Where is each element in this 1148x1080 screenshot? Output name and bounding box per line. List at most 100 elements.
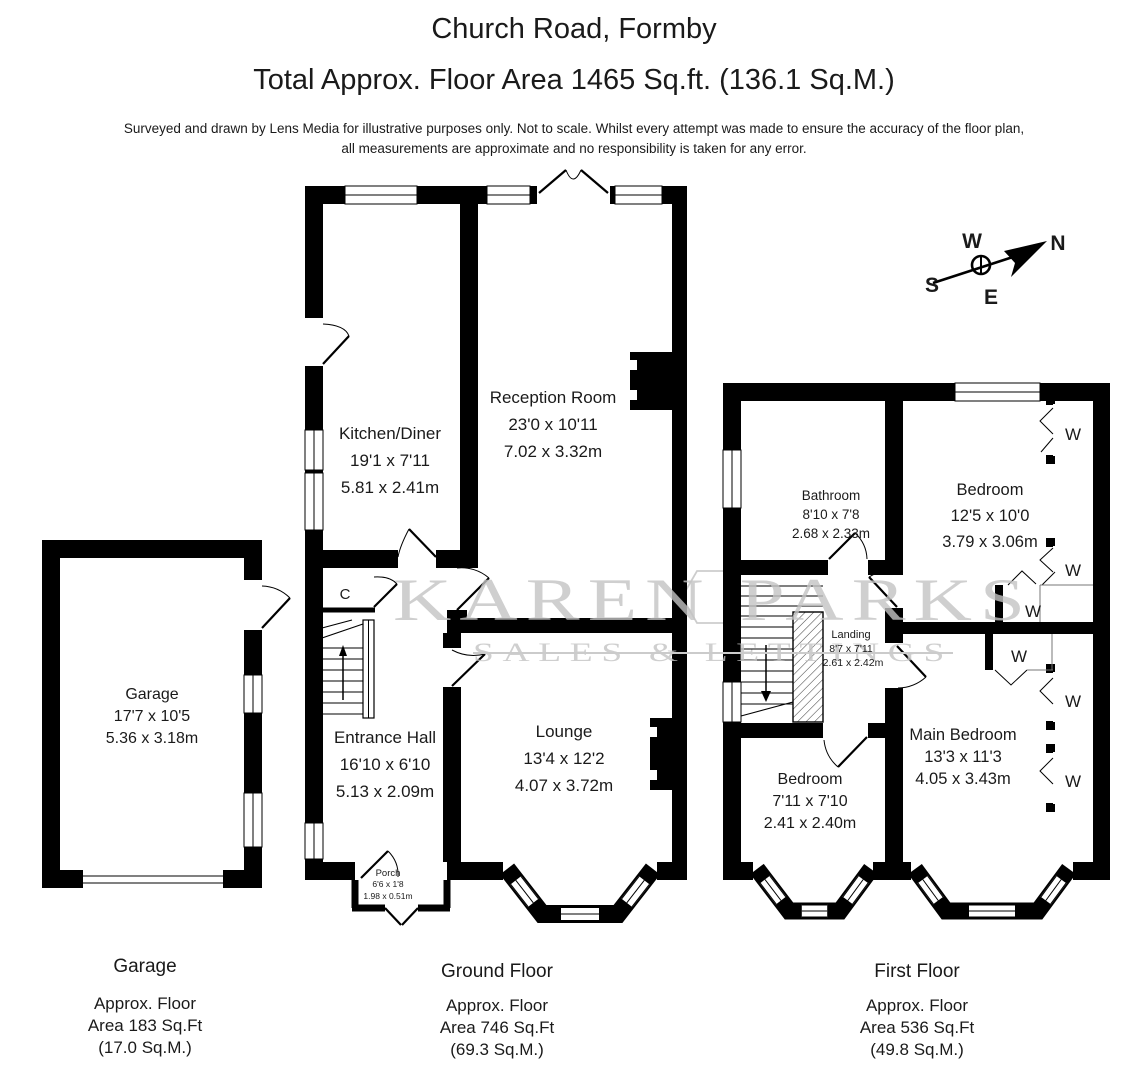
first-floor-plan: [722, 382, 1110, 920]
svg-text:W: W: [1065, 425, 1081, 444]
wardrobe-labels: W W W W W W: [1011, 425, 1081, 791]
compass-rose-icon: W N S E: [925, 230, 1066, 309]
garage-windows: [243, 674, 263, 848]
stairs-down-arrow-icon: [761, 691, 771, 702]
svg-text:8'10 x 7'8: 8'10 x 7'8: [803, 507, 860, 522]
svg-text:Porch: Porch: [376, 868, 401, 879]
svg-text:4.05 x 3.43m: 4.05 x 3.43m: [915, 770, 1010, 788]
room-label-reception: Reception Room 23'0 x 10'11 7.02 x 3.32m: [490, 388, 617, 461]
svg-text:Lounge: Lounge: [536, 722, 593, 741]
staircase-down: [740, 585, 824, 723]
watermark: KAREN PARKS SALES & LETTINGS: [393, 567, 1033, 667]
svg-text:Approx. Floor: Approx. Floor: [446, 996, 548, 1015]
lounge-bay-window: [499, 863, 661, 923]
svg-text:8'7 x 7'11: 8'7 x 7'11: [829, 643, 873, 655]
svg-text:(49.8 Sq.M.): (49.8 Sq.M.): [870, 1040, 964, 1059]
svg-text:Bathroom: Bathroom: [802, 488, 861, 503]
svg-text:W: W: [1065, 561, 1081, 580]
compass-e: E: [984, 286, 998, 309]
page-title: Church Road, Formby: [431, 13, 717, 45]
stairs-up-arrow-icon: [339, 645, 347, 656]
svg-text:19'1 x 7'11: 19'1 x 7'11: [350, 451, 430, 470]
svg-text:Bedroom: Bedroom: [778, 771, 843, 788]
room-label-landing: Landing 8'7 x 7'11 2.61 x 2.42m: [823, 629, 884, 669]
room-label-hall: Entrance Hall 16'10 x 6'10 5.13 x 2.09m: [334, 728, 436, 801]
svg-text:13'3 x 11'3: 13'3 x 11'3: [924, 748, 1002, 766]
ground-doors: [373, 528, 490, 687]
svg-text:5.81 x 2.41m: 5.81 x 2.41m: [341, 478, 439, 497]
svg-text:Landing: Landing: [831, 629, 870, 641]
svg-text:2.41 x 2.40m: 2.41 x 2.40m: [764, 815, 857, 832]
room-label-kitchen: Kitchen/Diner 19'1 x 7'11 5.81 x 2.41m: [339, 424, 441, 497]
svg-text:W: W: [1025, 602, 1041, 621]
svg-text:First Floor: First Floor: [874, 961, 960, 982]
svg-text:W: W: [1011, 647, 1027, 666]
svg-text:6'6 x 1'8: 6'6 x 1'8: [372, 879, 403, 889]
compass-w: W: [962, 230, 982, 253]
room-label-lounge: Lounge 13'4 x 12'2 4.07 x 3.72m: [515, 722, 613, 795]
first-floor-doors: [823, 532, 927, 768]
compass-n: N: [1050, 232, 1065, 255]
svg-text:Area 183 Sq.Ft: Area 183 Sq.Ft: [88, 1016, 203, 1035]
compass-s: S: [925, 274, 939, 297]
svg-text:Entrance Hall: Entrance Hall: [334, 728, 436, 747]
porch-doors: [360, 850, 419, 926]
footer-first-floor: First Floor Approx. Floor Area 536 Sq.Ft…: [860, 961, 975, 1059]
svg-text:Kitchen/Diner: Kitchen/Diner: [339, 424, 441, 443]
svg-text:5.36 x 3.18m: 5.36 x 3.18m: [106, 730, 199, 747]
svg-text:Main Bedroom: Main Bedroom: [909, 726, 1016, 744]
svg-text:23'0 x 10'11: 23'0 x 10'11: [508, 415, 597, 434]
svg-text:Area 746 Sq.Ft: Area 746 Sq.Ft: [440, 1018, 555, 1037]
bedroom-bay-window: [750, 863, 878, 920]
svg-text:2.61 x 2.42m: 2.61 x 2.42m: [823, 657, 884, 669]
footer-ground-floor: Ground Floor Approx. Floor Area 746 Sq.F…: [440, 961, 555, 1059]
footer-labels: Garage Approx. Floor Area 183 Sq.Ft (17.…: [88, 956, 975, 1059]
reception-chimney: [630, 352, 687, 410]
disclaimer-line1: Surveyed and drawn by Lens Media for ill…: [124, 121, 1024, 136]
svg-text:Garage: Garage: [125, 686, 178, 703]
svg-text:7'11 x 7'10: 7'11 x 7'10: [772, 793, 847, 810]
svg-text:Approx. Floor: Approx. Floor: [94, 994, 196, 1013]
svg-text:W: W: [1065, 692, 1081, 711]
cupboard-label: C: [340, 586, 351, 603]
svg-text:17'7 x 10'5: 17'7 x 10'5: [114, 708, 190, 725]
svg-text:4.07 x 3.72m: 4.07 x 3.72m: [515, 776, 613, 795]
svg-text:W: W: [1065, 772, 1081, 791]
garage-plan: [42, 540, 291, 888]
disclaimer-line2: all measurements are approximate and no …: [341, 141, 806, 156]
page-subtitle: Total Approx. Floor Area 1465 Sq.ft. (13…: [253, 64, 895, 96]
svg-text:1.98 x 0.51m: 1.98 x 0.51m: [363, 891, 412, 901]
svg-text:Reception Room: Reception Room: [490, 388, 617, 407]
svg-text:2.68 x 2.33m: 2.68 x 2.33m: [792, 526, 870, 541]
wardrobe-niches: [994, 404, 1093, 804]
svg-text:Ground Floor: Ground Floor: [441, 961, 554, 982]
svg-text:5.13 x 2.09m: 5.13 x 2.09m: [336, 782, 434, 801]
room-label-bedroom-front: Bedroom 12'5 x 10'0 3.79 x 3.06m: [942, 481, 1037, 551]
svg-text:3.79 x 3.06m: 3.79 x 3.06m: [942, 533, 1037, 551]
svg-text:(17.0 Sq.M.): (17.0 Sq.M.): [98, 1038, 192, 1057]
porch: [351, 880, 451, 912]
svg-text:Garage: Garage: [113, 956, 176, 977]
svg-text:7.02 x 3.32m: 7.02 x 3.32m: [504, 442, 602, 461]
svg-text:Approx. Floor: Approx. Floor: [866, 996, 968, 1015]
svg-text:12'5 x 10'0: 12'5 x 10'0: [951, 507, 1030, 525]
main-bedroom-bay-window: [908, 863, 1076, 920]
room-label-garage: Garage 17'7 x 10'5 5.36 x 3.18m: [106, 686, 199, 747]
french-doors: [538, 169, 609, 194]
header: Church Road, Formby Total Approx. Floor …: [124, 13, 1024, 156]
ground-top-windows: [344, 169, 663, 205]
watermark-brand: KAREN PARKS: [393, 567, 1033, 633]
svg-text:13'4 x 12'2: 13'4 x 12'2: [523, 749, 604, 768]
room-label-porch: Porch 6'6 x 1'8 1.98 x 0.51m: [363, 868, 412, 901]
staircase-up: [321, 619, 375, 719]
svg-text:(69.3 Sq.M.): (69.3 Sq.M.): [450, 1040, 544, 1059]
footer-garage: Garage Approx. Floor Area 183 Sq.Ft (17.…: [88, 956, 203, 1057]
svg-text:Area 536 Sq.Ft: Area 536 Sq.Ft: [860, 1018, 975, 1037]
room-labels: Kitchen/Diner 19'1 x 7'11 5.81 x 2.41m R…: [106, 388, 1081, 901]
room-label-bedroom-rear: Bedroom 7'11 x 7'10 2.41 x 2.40m: [764, 771, 857, 832]
svg-text:16'10 x 6'10: 16'10 x 6'10: [340, 755, 431, 774]
room-label-main-bedroom: Main Bedroom 13'3 x 11'3 4.05 x 3.43m: [909, 726, 1016, 788]
svg-text:Bedroom: Bedroom: [957, 481, 1024, 499]
